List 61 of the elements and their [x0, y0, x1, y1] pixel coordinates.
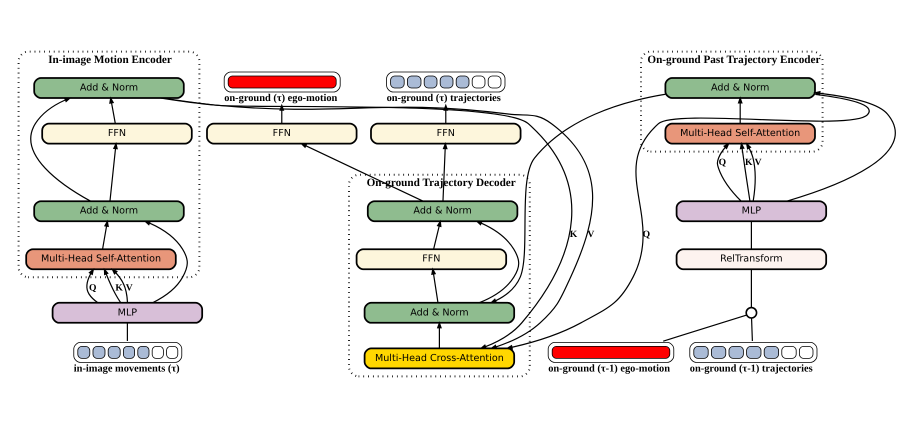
arrow [109, 142, 118, 202]
arrow [436, 321, 442, 348]
node-box: Add & Norm [33, 200, 185, 222]
arrow [786, 90, 896, 202]
arrow [104, 268, 122, 304]
arrow [738, 96, 743, 124]
node-box: FFN [370, 122, 522, 144]
node-box: Multi-Head Self-Attention [664, 122, 816, 144]
node-box [548, 342, 674, 363]
connector [750, 318, 753, 341]
edge-label: K [115, 282, 123, 294]
arrow [716, 142, 742, 202]
arrow [505, 94, 869, 350]
node-bar [386, 72, 506, 92]
node-label: on-ground (τ-1) ego-motion [548, 364, 670, 375]
arrow [143, 220, 188, 304]
connector [750, 269, 752, 308]
arrow [740, 142, 751, 202]
arrow [443, 104, 448, 124]
node-label: on-ground (τ) ego-motion [224, 93, 338, 104]
node-box: Add & Norm [364, 302, 516, 324]
node-box: FFN [41, 122, 193, 144]
edge-label: Q [718, 156, 726, 168]
arrow [86, 268, 98, 304]
connector [126, 322, 128, 341]
arrow [111, 268, 128, 303]
node-box: Add & Norm [33, 77, 185, 99]
node-box: Multi-Head Self-Attention [25, 248, 177, 270]
node-box: Multi-Head Cross-Attention [364, 348, 516, 370]
arrow [109, 96, 116, 124]
arrow [433, 220, 442, 250]
node-label: on-ground (τ-1) trajectories [690, 364, 813, 375]
node-bar [689, 342, 818, 363]
arrow [102, 220, 109, 250]
node-box: MLP [52, 302, 204, 324]
arrow [442, 142, 448, 202]
arrow [746, 142, 756, 202]
node-box: Add & Norm [366, 200, 518, 222]
node-box [224, 72, 341, 92]
edge-label: K [744, 156, 752, 168]
arrow [475, 220, 520, 304]
node-box: FFN [206, 122, 358, 144]
edge-label: V [126, 282, 133, 294]
arrow [489, 94, 666, 304]
arrow [30, 97, 91, 202]
edge-label: V [754, 156, 762, 168]
node-circle [745, 306, 758, 319]
node-label: in-image movements (τ) [74, 364, 180, 375]
edge-label: Q [88, 282, 96, 294]
node-box: FFN [356, 248, 508, 270]
node-bar [73, 342, 182, 363]
node-box: MLP [676, 200, 828, 222]
connector [750, 221, 752, 249]
arrow [279, 104, 284, 124]
node-box: RelTransform [676, 248, 828, 270]
arrow [431, 267, 439, 303]
node-box: Add & Norm [664, 77, 816, 99]
edge-label: V [587, 228, 594, 240]
node-label: on-ground (τ) trajectories [386, 93, 501, 104]
edge-label: K [570, 228, 578, 240]
connector [663, 314, 747, 342]
